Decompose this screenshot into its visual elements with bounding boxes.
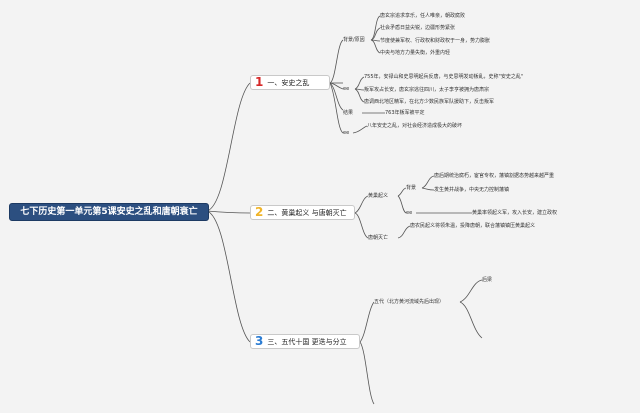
node-leaf[interactable]: 发生黄井战争，中央无力控制藩镇 [434, 187, 510, 193]
topic-number-badge: 1 [255, 75, 264, 89]
topic-label: 二、黄巢起义 与唐朝灭亡 [267, 208, 347, 217]
node-effect[interactable]: ee [343, 130, 350, 136]
node-course[interactable]: ee [406, 210, 413, 216]
node-leaf[interactable]: 八年安史之乱，对社会经济造成极大的破坏 [367, 123, 463, 129]
node-background[interactable]: 背景/原因 [343, 37, 365, 43]
topic-number-badge: 3 [255, 334, 264, 348]
node-background[interactable]: 背景 [406, 185, 417, 191]
node-result[interactable]: 结果 [343, 110, 354, 116]
node-huang-chao[interactable]: 黄巢起义 [368, 193, 389, 199]
node-leaf[interactable]: 中央与地方力量失衡，外重内轻 [380, 50, 451, 56]
node-leaf[interactable]: 唐玄宗追求享乐，任人唯亲，朝政腐败 [380, 13, 466, 19]
topic-label: 一、安史之乱 [267, 78, 310, 87]
node-leaf[interactable]: 叛军攻占长安，唐玄宗逃往四川，太子李亨被拥为唐肃宗 [364, 87, 490, 93]
node-leaf[interactable]: 唐后期统治腐朽，宦官专权，藩镇割据态势越来越严重 [434, 173, 555, 179]
root-topic[interactable]: 七下历史第一单元第5课安史之乱和唐朝衰亡 [9, 203, 209, 221]
topic-an-shi-rebellion[interactable]: 1 一、安史之乱 [250, 75, 330, 90]
node-course[interactable]: ee [343, 86, 350, 92]
topic-huang-chao-uprising[interactable]: 2 二、黄巢起义 与唐朝灭亡 [250, 205, 355, 220]
node-leaf[interactable]: 黄巢率领起义军，攻入长安，建立政权 [472, 210, 558, 216]
node-leaf[interactable]: 节度使兼军权、行政权和财政权于一身，势力膨胀 [380, 38, 491, 44]
node-leaf[interactable]: 763年叛军被平定 [385, 110, 425, 116]
node-leaf[interactable]: 社会矛盾日益尖锐，边疆形势紧张 [380, 25, 456, 31]
topic-five-dynasties[interactable]: 3 三、五代十国 更迭与分立 [250, 334, 360, 349]
node-five-dynasties[interactable]: 五代（北方黄河流域先后出现） [374, 299, 445, 305]
node-tang-fall[interactable]: 唐朝灭亡 [368, 235, 389, 241]
topic-label: 三、五代十国 更迭与分立 [267, 337, 347, 346]
node-leaf[interactable]: 唐调西北地区精军，在北方少数民族军队援助下，反击叛军 [364, 99, 495, 105]
topic-number-badge: 2 [255, 205, 264, 219]
node-leaf[interactable]: 后梁 [482, 277, 493, 283]
node-leaf[interactable]: 755年，安禄山和史思明起兵反唐，与史思明发动叛乱，史称"安史之乱" [364, 74, 524, 80]
node-leaf[interactable]: 唐农民起义将领朱温，投降唐朝，联合藩镇镇压黄巢起义 [410, 223, 536, 229]
